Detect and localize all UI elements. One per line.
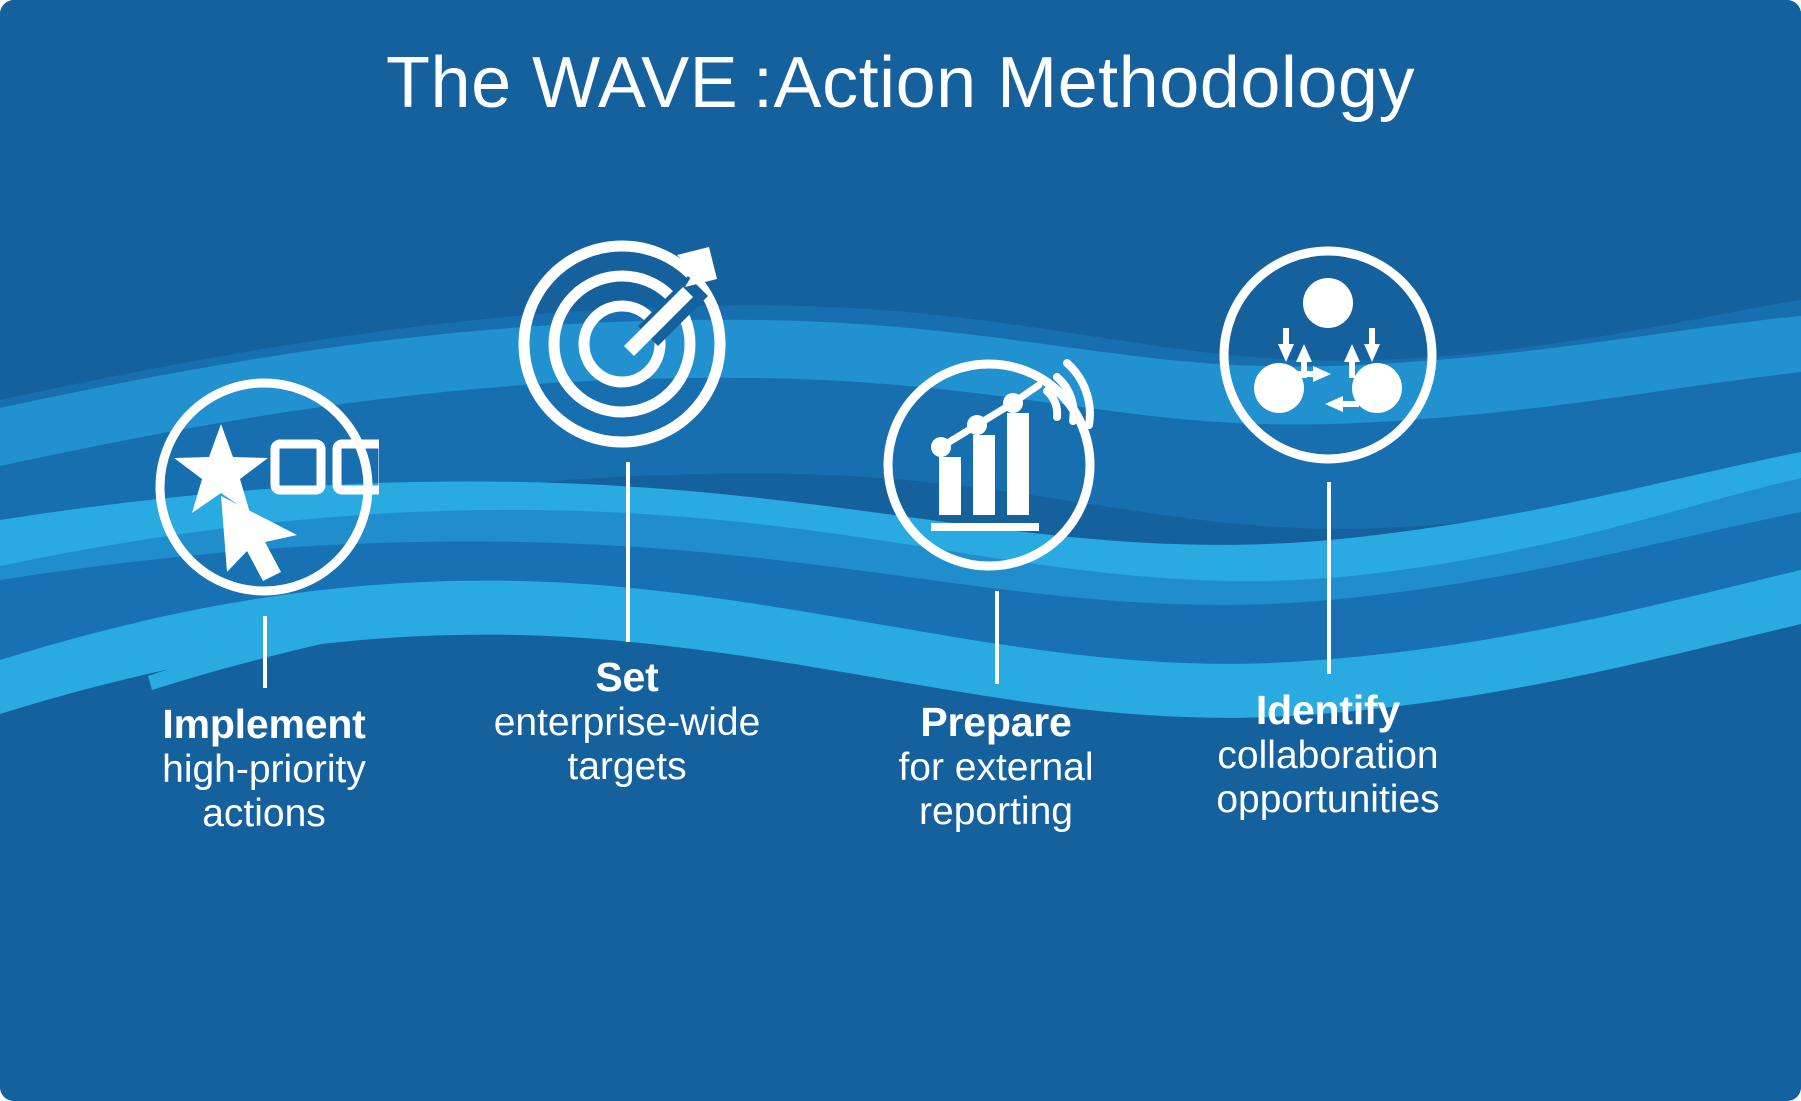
wave-band-bottom (0, 570, 1801, 718)
step-lead-set: Set (595, 654, 659, 700)
wave-band-middle (0, 452, 1801, 605)
step-rest-identify-line1: collaboration (1217, 733, 1439, 777)
step-lead-identify: Identify (1255, 687, 1401, 733)
step-caption-set: Set enterprise-wide targets (447, 654, 807, 788)
connector-line-prepare (995, 591, 999, 684)
step-caption-identify: Identify collaboration opportunities (1148, 687, 1508, 821)
target-arrow-icon (512, 222, 742, 452)
connector-line-identify (1327, 482, 1331, 674)
step-rest-set-line1: enterprise-wide (493, 700, 761, 744)
connector-line-set (626, 462, 630, 642)
connector-line-implement (263, 616, 267, 688)
collaboration-network-icon (1213, 240, 1443, 470)
step-lead-prepare: Prepare (920, 699, 1072, 745)
star-squares-cursor-icon (149, 372, 379, 602)
wave-band-lower-mid (0, 478, 1801, 704)
page-title: The WAVE :Action Methodology (386, 43, 1415, 123)
step-rest-implement-line1: high-priority (162, 747, 366, 791)
step-caption-prepare: Prepare for external reporting (816, 699, 1176, 833)
step-rest-identify-line2: opportunities (1216, 777, 1440, 821)
step-rest-set-line2: targets (567, 744, 687, 788)
step-caption-implement: Implement high-priority actions (84, 701, 444, 835)
step-rest-implement-line2: actions (202, 791, 326, 835)
step-rest-prepare-line1: for external (898, 745, 1094, 789)
bar-chart-signal-icon (881, 347, 1111, 577)
step-rest-prepare-line2: reporting (919, 789, 1073, 833)
step-lead-implement: Implement (162, 701, 366, 747)
